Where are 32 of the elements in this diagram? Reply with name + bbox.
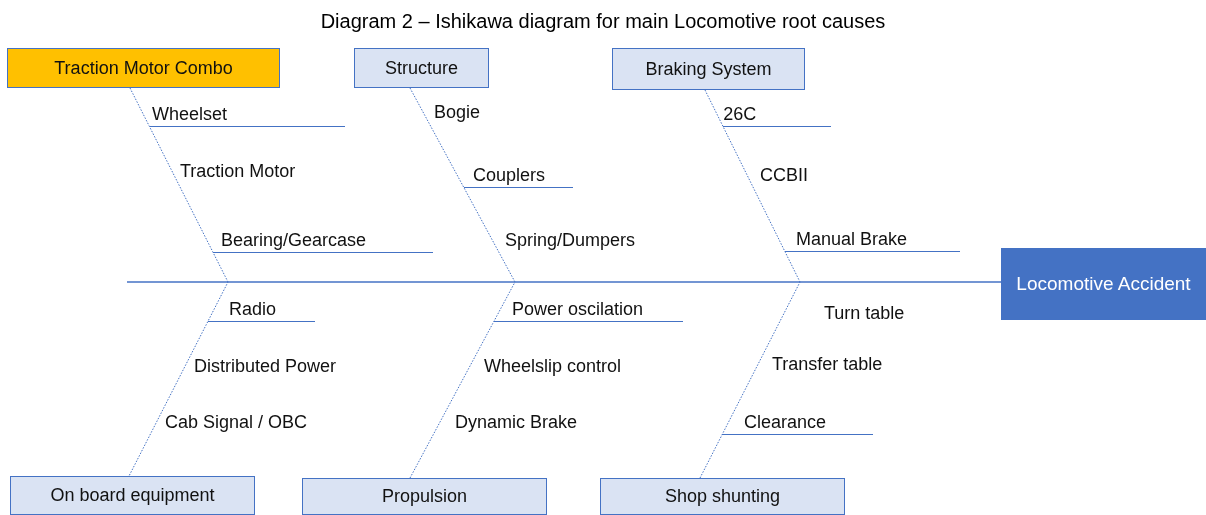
cause-label: Wheelset [149,103,345,127]
cause-label: Turn table [824,302,905,326]
cause-label: CCBII [760,164,808,188]
bone-line [704,89,801,283]
category-box: Propulsion [302,478,547,515]
cause-label: Clearance [721,411,873,435]
cause-label: Dynamic Brake [455,411,578,435]
category-box: Braking System [612,48,805,90]
cause-label: 26C [723,103,831,127]
cause-label: Bogie [434,101,481,125]
category-box: On board equipment [10,476,255,515]
cause-label: Manual Brake [785,228,960,252]
cause-label: Power oscilation [493,298,683,322]
cause-label: Spring/Dumpers [505,229,636,253]
spine-line [126,281,1002,283]
category-box: Shop shunting [600,478,845,515]
cause-label: Cab Signal / OBC [165,411,308,435]
bone-line [409,87,516,283]
cause-label: Radio [207,298,315,322]
diagram-title: Diagram 2 – Ishikawa diagram for main Locomotive root causes [319,10,887,33]
cause-label: Distributed Power [194,355,337,379]
category-box: Structure [354,48,489,88]
category-box: Traction Motor Combo [7,48,280,88]
cause-label: Wheelslip control [484,355,622,379]
bone-line [409,281,516,479]
cause-label: Couplers [464,164,573,188]
effect-box: Locomotive Accident [1001,248,1206,320]
bone-line [129,87,229,283]
cause-label: Bearing/Gearcase [213,229,433,253]
cause-label: Transfer table [772,353,883,377]
cause-label: Traction Motor [180,160,296,184]
bone-line [699,281,801,479]
